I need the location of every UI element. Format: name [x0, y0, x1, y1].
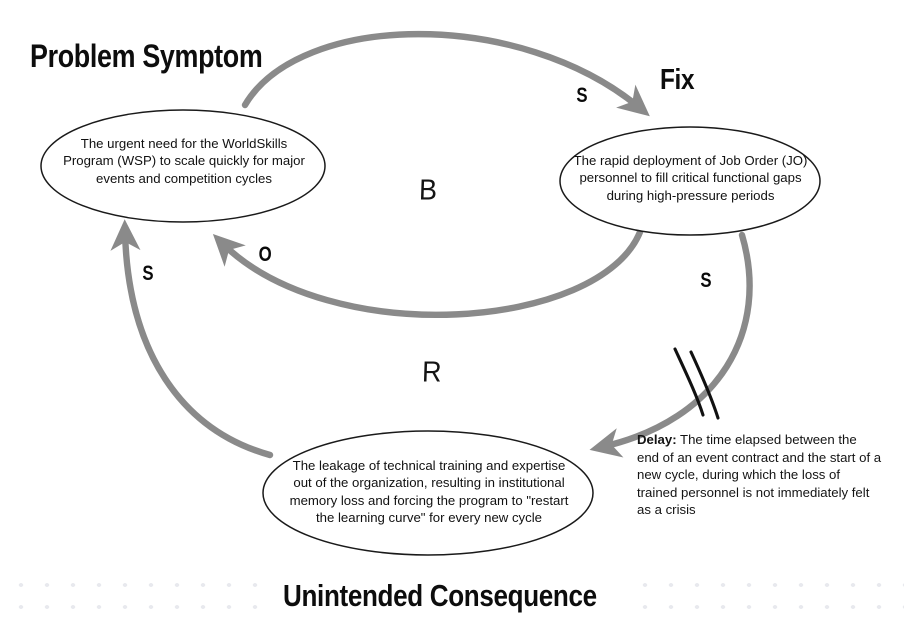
delay-label: Delay:: [637, 432, 677, 447]
polarity-consequence-to-problem: S: [142, 262, 154, 285]
node-ellipse-unintended-consequence[interactable]: [262, 430, 594, 556]
heading-problem-symptom: Problem Symptom: [30, 38, 263, 74]
heading-fix: Fix: [660, 64, 695, 96]
delay-text: The time elapsed between the end of an e…: [637, 432, 882, 518]
heading-unintended-consequence: Unintended Consequence: [283, 578, 597, 613]
delay-annotation: Delay: The time elapsed between the end …: [637, 431, 882, 519]
arrow-problem-to-fix: [241, 31, 650, 117]
polarity-problem-to-fix: S: [576, 84, 588, 107]
loop-label-balancing: B: [418, 173, 438, 207]
delay-hash-marks: [673, 347, 720, 420]
arrow-consequence-to-problem: [110, 219, 274, 459]
node-ellipse-problem-symptom[interactable]: [40, 109, 326, 223]
arrow-fix-to-problem: [212, 228, 644, 318]
arrow-fix-to-consequence: [589, 231, 753, 458]
dot-band-title-mask: [272, 570, 632, 624]
polarity-fix-to-problem: O: [258, 243, 272, 266]
node-ellipse-fix[interactable]: [559, 126, 821, 236]
polarity-fix-to-consequence: S: [700, 269, 712, 292]
loop-label-reinforcing: R: [421, 355, 443, 389]
